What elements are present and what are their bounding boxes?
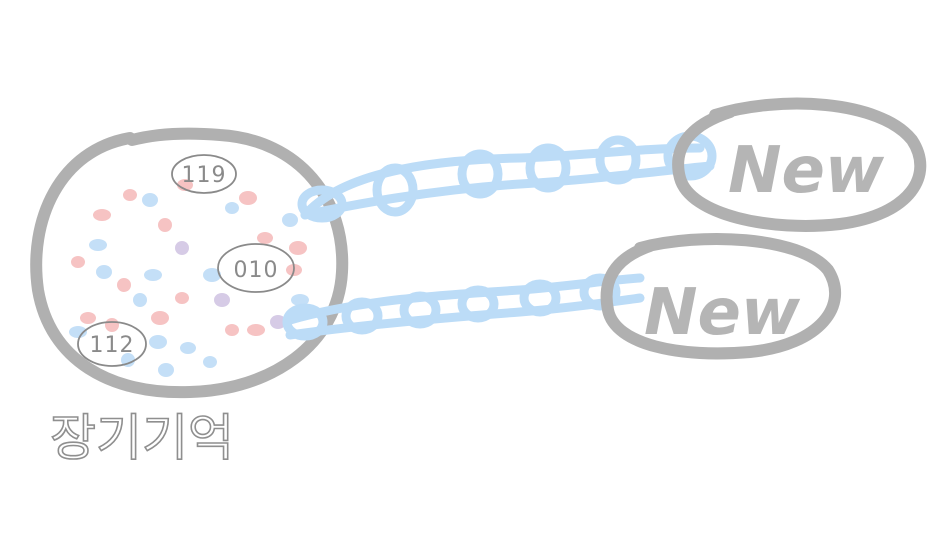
memory-dot [180,342,196,354]
memory-dot [96,265,112,279]
memory-dot [151,311,169,325]
memory-dot [203,356,217,368]
memory-dot [270,315,286,329]
memory-dot [117,278,131,292]
memory-dot [239,191,257,205]
memory-dot [149,335,167,349]
memory-dot [89,239,107,251]
memory-dot [214,293,230,307]
memory-dot [289,241,307,255]
memory-dot [144,269,162,281]
new-label-lower: New [644,276,801,350]
memory-dot [142,193,158,207]
memory-dot [175,292,189,304]
memory-dot [93,209,111,221]
memory-dot [80,312,96,324]
number-bubble-112: 112 [77,321,147,367]
upper-chain [297,131,717,223]
memory-dot [105,318,119,332]
number-bubble-119: 119 [171,154,237,194]
new-node-upper: New [672,97,927,232]
memory-dot [225,324,239,336]
number-010-text: 010 [234,258,279,283]
number-119-text: 119 [182,163,227,188]
memory-dot [158,363,174,377]
number-bubble-010: 010 [217,243,295,293]
memory-dot [69,326,87,338]
memory-dot [291,294,309,306]
memory-dot [123,189,137,201]
memory-dots [69,179,309,377]
memory-dot [225,202,239,214]
memory-circle [30,127,349,399]
new-node-lower: New [600,233,842,360]
memory-dot [203,268,221,282]
memory-dot [133,293,147,307]
number-112-text: 112 [90,333,135,358]
memory-dot [158,218,172,232]
memory-dot [71,256,85,268]
memory-dot [175,241,189,255]
new-label-upper: New [728,134,885,208]
memory-caption: 장기기억 [50,409,234,467]
memory-dot [247,324,265,336]
memory-dot [257,232,273,244]
memory-dot [121,353,135,367]
memory-dot [282,213,298,227]
